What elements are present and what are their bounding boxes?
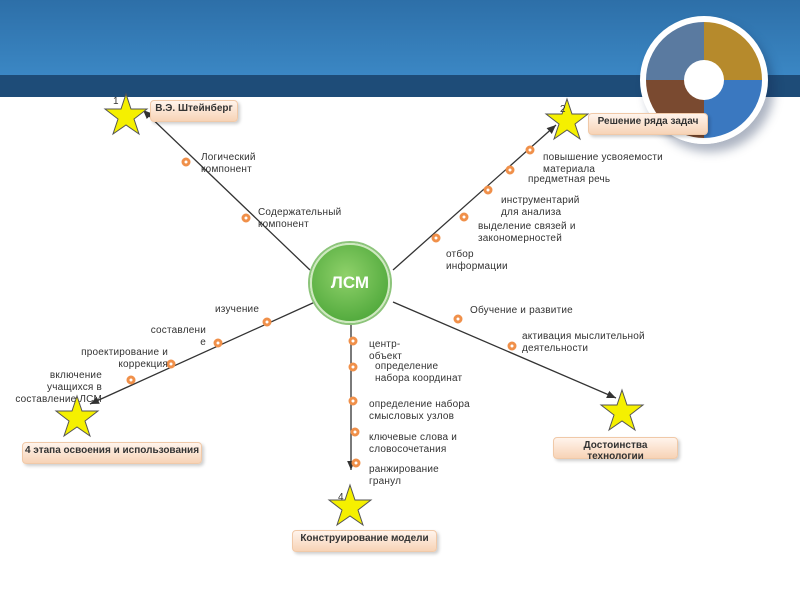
node-construct[interactable]: Конструирование модели: [292, 530, 437, 552]
dot: [348, 362, 358, 372]
node-tasks[interactable]: Решение ряда задач: [588, 113, 708, 135]
connector-advantages: [392, 301, 617, 399]
branch-label: определение набора смысловых узлов: [369, 399, 470, 422]
header-band: [0, 75, 800, 97]
branch-label: включение учащихся в составление ЛСМ: [15, 370, 102, 405]
branch-label: отбор информации: [446, 249, 508, 272]
branch-label: инструментарий для анализа: [501, 195, 580, 218]
dot: [459, 212, 469, 222]
node-label: В.Э. Штейнберг: [155, 103, 233, 114]
center-label: ЛСМ: [330, 273, 370, 292]
dot: [431, 233, 441, 243]
dot: [483, 185, 493, 195]
center-node[interactable]: ЛСМ: [310, 243, 390, 323]
dot: [351, 458, 361, 468]
branch-label: повышение усвояемости материала: [543, 152, 663, 175]
dot: [213, 338, 223, 348]
connector-steinberg: [142, 109, 311, 271]
star-number: 1: [113, 96, 119, 107]
star-icon: [599, 388, 645, 432]
dot: [166, 359, 176, 369]
star-icon: [327, 483, 373, 527]
dot: [453, 314, 463, 324]
branch-label: проектирование и коррекция: [81, 347, 168, 370]
branch-label: составление: [150, 325, 206, 348]
dot: [348, 336, 358, 346]
dot: [507, 341, 517, 351]
star-icon: [54, 394, 100, 438]
dot: [525, 145, 535, 155]
star-icon: [544, 97, 590, 141]
dot: [350, 427, 360, 437]
branch-label: определение набора координат: [375, 361, 463, 384]
node-label: Решение ряда задач: [597, 116, 699, 127]
branch-label: предметная речь: [528, 174, 611, 185]
dot: [126, 375, 136, 385]
dot: [262, 317, 272, 327]
branch-label: Логический компонент: [201, 152, 256, 175]
dot: [181, 157, 191, 167]
star-number: 4: [338, 492, 344, 503]
node-label: Достоинства технологии: [583, 440, 648, 462]
branch-label: ранжирование гранул: [369, 464, 439, 487]
node-label: Конструирование модели: [300, 533, 429, 544]
connector-stages: [89, 301, 316, 405]
branch-label: активация мыслительной деятельности: [522, 331, 645, 354]
dot: [348, 396, 358, 406]
branch-label: Содержательный компонент: [258, 207, 342, 230]
node-steinberg[interactable]: В.Э. Штейнберг: [150, 100, 238, 122]
star-number: 2: [560, 104, 566, 115]
node-label: 4 этапа освоения и использования: [24, 445, 200, 456]
branch-label: ключевые слова и словосочетания: [369, 432, 458, 455]
star-icon: [103, 92, 149, 136]
dot: [505, 165, 515, 175]
node-stages[interactable]: 4 этапа освоения и использования: [22, 442, 202, 464]
branch-label: изучение: [215, 304, 260, 315]
branch-label: выделение связей и закономерностей: [478, 221, 576, 244]
branch-label: центр-объект: [369, 339, 403, 362]
branch-label: Обучение и развитие: [470, 305, 573, 316]
dot: [241, 213, 251, 223]
node-advantages[interactable]: Достоинства технологии: [553, 437, 678, 462]
